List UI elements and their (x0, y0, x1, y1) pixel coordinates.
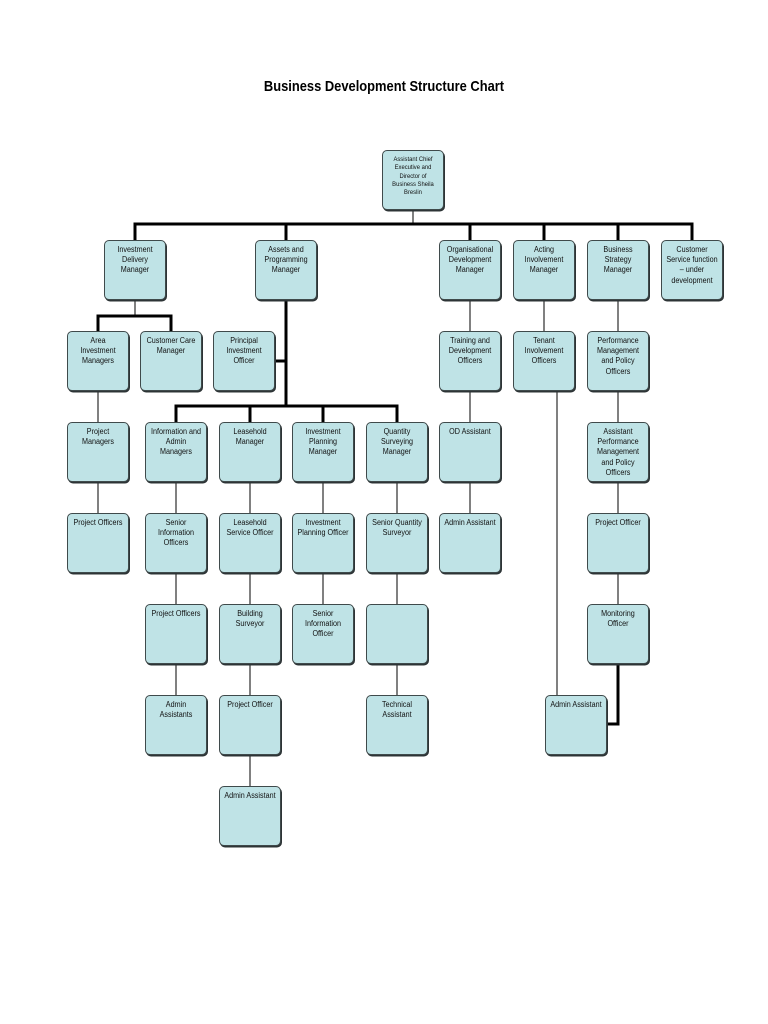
org-box-inv-planning-officer: Investment Planning Officer (292, 513, 354, 573)
org-box-label: Customer Service function – under develo… (666, 245, 718, 285)
org-box-label: Leasehold Service Officer (226, 518, 274, 538)
org-box-cust-service: Customer Service function – under develo… (661, 240, 723, 300)
org-box-od-assistant: OD Assistant (439, 422, 501, 482)
org-box-acting-inv-mgr: Acting Involvement Manager (513, 240, 575, 300)
org-box-label: Assets and Programming Manager (264, 245, 308, 275)
org-box-qs-mgr: Quantity Surveying Manager (366, 422, 428, 482)
org-box-label: Leasehold Manager (233, 427, 267, 447)
org-box-label: Investment Planning Manager (305, 427, 341, 457)
org-box-perf-mgmt-officers: Performance Management and Policy Office… (587, 331, 649, 391)
org-box-training-dev-officers: Training and Development Officers (439, 331, 501, 391)
org-box-assets-prog-mgr: Assets and Programming Manager (255, 240, 317, 300)
org-box-project-officers-1: Project Officers (67, 513, 129, 573)
org-box-project-officers-2: Project Officers (145, 604, 207, 664)
org-box-label: Project Officer (227, 700, 273, 709)
org-box-label: Acting Involvement Manager (524, 245, 564, 275)
org-box-project-officer-bs: Project Officer (587, 513, 649, 573)
org-box-label: Performance Management and Policy Office… (596, 336, 640, 376)
org-box-label: Project Managers (81, 427, 115, 447)
org-box-label: Project Officers (73, 518, 123, 527)
org-box-label: Assistant Chief Executive and Director o… (392, 156, 434, 197)
org-box-label: Senior Information Officers (157, 518, 195, 548)
org-box-asst-perf-mgmt-officers: Assistant Performance Management and Pol… (587, 422, 649, 482)
org-box-admin-assistant-ls: Admin Assistant (219, 786, 281, 846)
org-box-label: OD Assistant (449, 427, 491, 436)
org-box-ace: Assistant Chief Executive and Director o… (382, 150, 444, 210)
org-box-inv-planning-mgr: Investment Planning Manager (292, 422, 354, 482)
org-box-label: Training and Development Officers (448, 336, 492, 366)
org-box-area-inv-mgrs: Area Investment Managers (67, 331, 129, 391)
org-box-leasehold-service-officer: Leasehold Service Officer (219, 513, 281, 573)
org-box-label: Admin Assistant (444, 518, 496, 527)
org-box-senior-info-officer: Senior Information Officer (292, 604, 354, 664)
org-box-senior-info-officers: Senior Information Officers (145, 513, 207, 573)
org-box-label: Customer Care Manager (146, 336, 196, 356)
org-box-building-surveyor: Building Surveyor (219, 604, 281, 664)
org-box-senior-qs: Senior Quantity Surveyor (366, 513, 428, 573)
org-box-label: Principal Investment Officer (226, 336, 262, 366)
org-box-project-officer-ls: Project Officer (219, 695, 281, 755)
chart-title: Business Development Structure Chart (263, 78, 505, 95)
org-box-admin-assistant-od: Admin Assistant (439, 513, 501, 573)
org-box-label: Investment Delivery Manager (117, 245, 153, 275)
org-box-technical-assistant: Technical Assistant (366, 695, 428, 755)
org-box-label: Admin Assistants (159, 700, 193, 720)
org-box-info-admin-mgrs: Information and Admin Managers (145, 422, 207, 482)
org-box-label: Information and Admin Managers (150, 427, 202, 457)
org-box-label: Admin Assistant (224, 791, 276, 800)
org-box-admin-assistant-ti: Admin Assistant (545, 695, 607, 755)
org-box-project-mgrs: Project Managers (67, 422, 129, 482)
org-box-leasehold-mgr: Leasehold Manager (219, 422, 281, 482)
org-box-label: Organisational Development Manager (446, 245, 494, 275)
org-box-label: Business Strategy Manager (603, 245, 633, 275)
org-box-label: Tenant Involvement Officers (524, 336, 564, 366)
org-box-cust-care-mgr: Customer Care Manager (140, 331, 202, 391)
org-box-label: Area Investment Managers (80, 336, 116, 366)
org-box-label: Monitoring Officer (601, 609, 635, 629)
org-box-label: Quantity Surveying Manager (380, 427, 414, 457)
org-box-admin-assistants: Admin Assistants (145, 695, 207, 755)
org-box-label: Investment Planning Officer (297, 518, 349, 538)
org-box-org-dev-mgr: Organisational Development Manager (439, 240, 501, 300)
org-box-tenant-inv-officers: Tenant Involvement Officers (513, 331, 575, 391)
org-box-label: Project Officer (595, 518, 641, 527)
org-box-inv-delivery-mgr: Investment Delivery Manager (104, 240, 166, 300)
org-box-bus-strategy-mgr: Business Strategy Manager (587, 240, 649, 300)
org-box-label: Building Surveyor (235, 609, 265, 629)
org-box-label: Technical Assistant (381, 700, 413, 720)
org-box-label: Project Officers (151, 609, 201, 618)
org-box-principal-inv-officer: Principal Investment Officer (213, 331, 275, 391)
org-box-label: Senior Quantity Surveyor (372, 518, 422, 538)
org-box-monitoring-officer: Monitoring Officer (587, 604, 649, 664)
org-box-label: Admin Assistant (550, 700, 602, 709)
org-box-label: Assistant Performance Management and Pol… (596, 427, 640, 477)
org-box-label: Senior Information Officer (304, 609, 342, 639)
org-box-qs-blank (366, 604, 428, 664)
